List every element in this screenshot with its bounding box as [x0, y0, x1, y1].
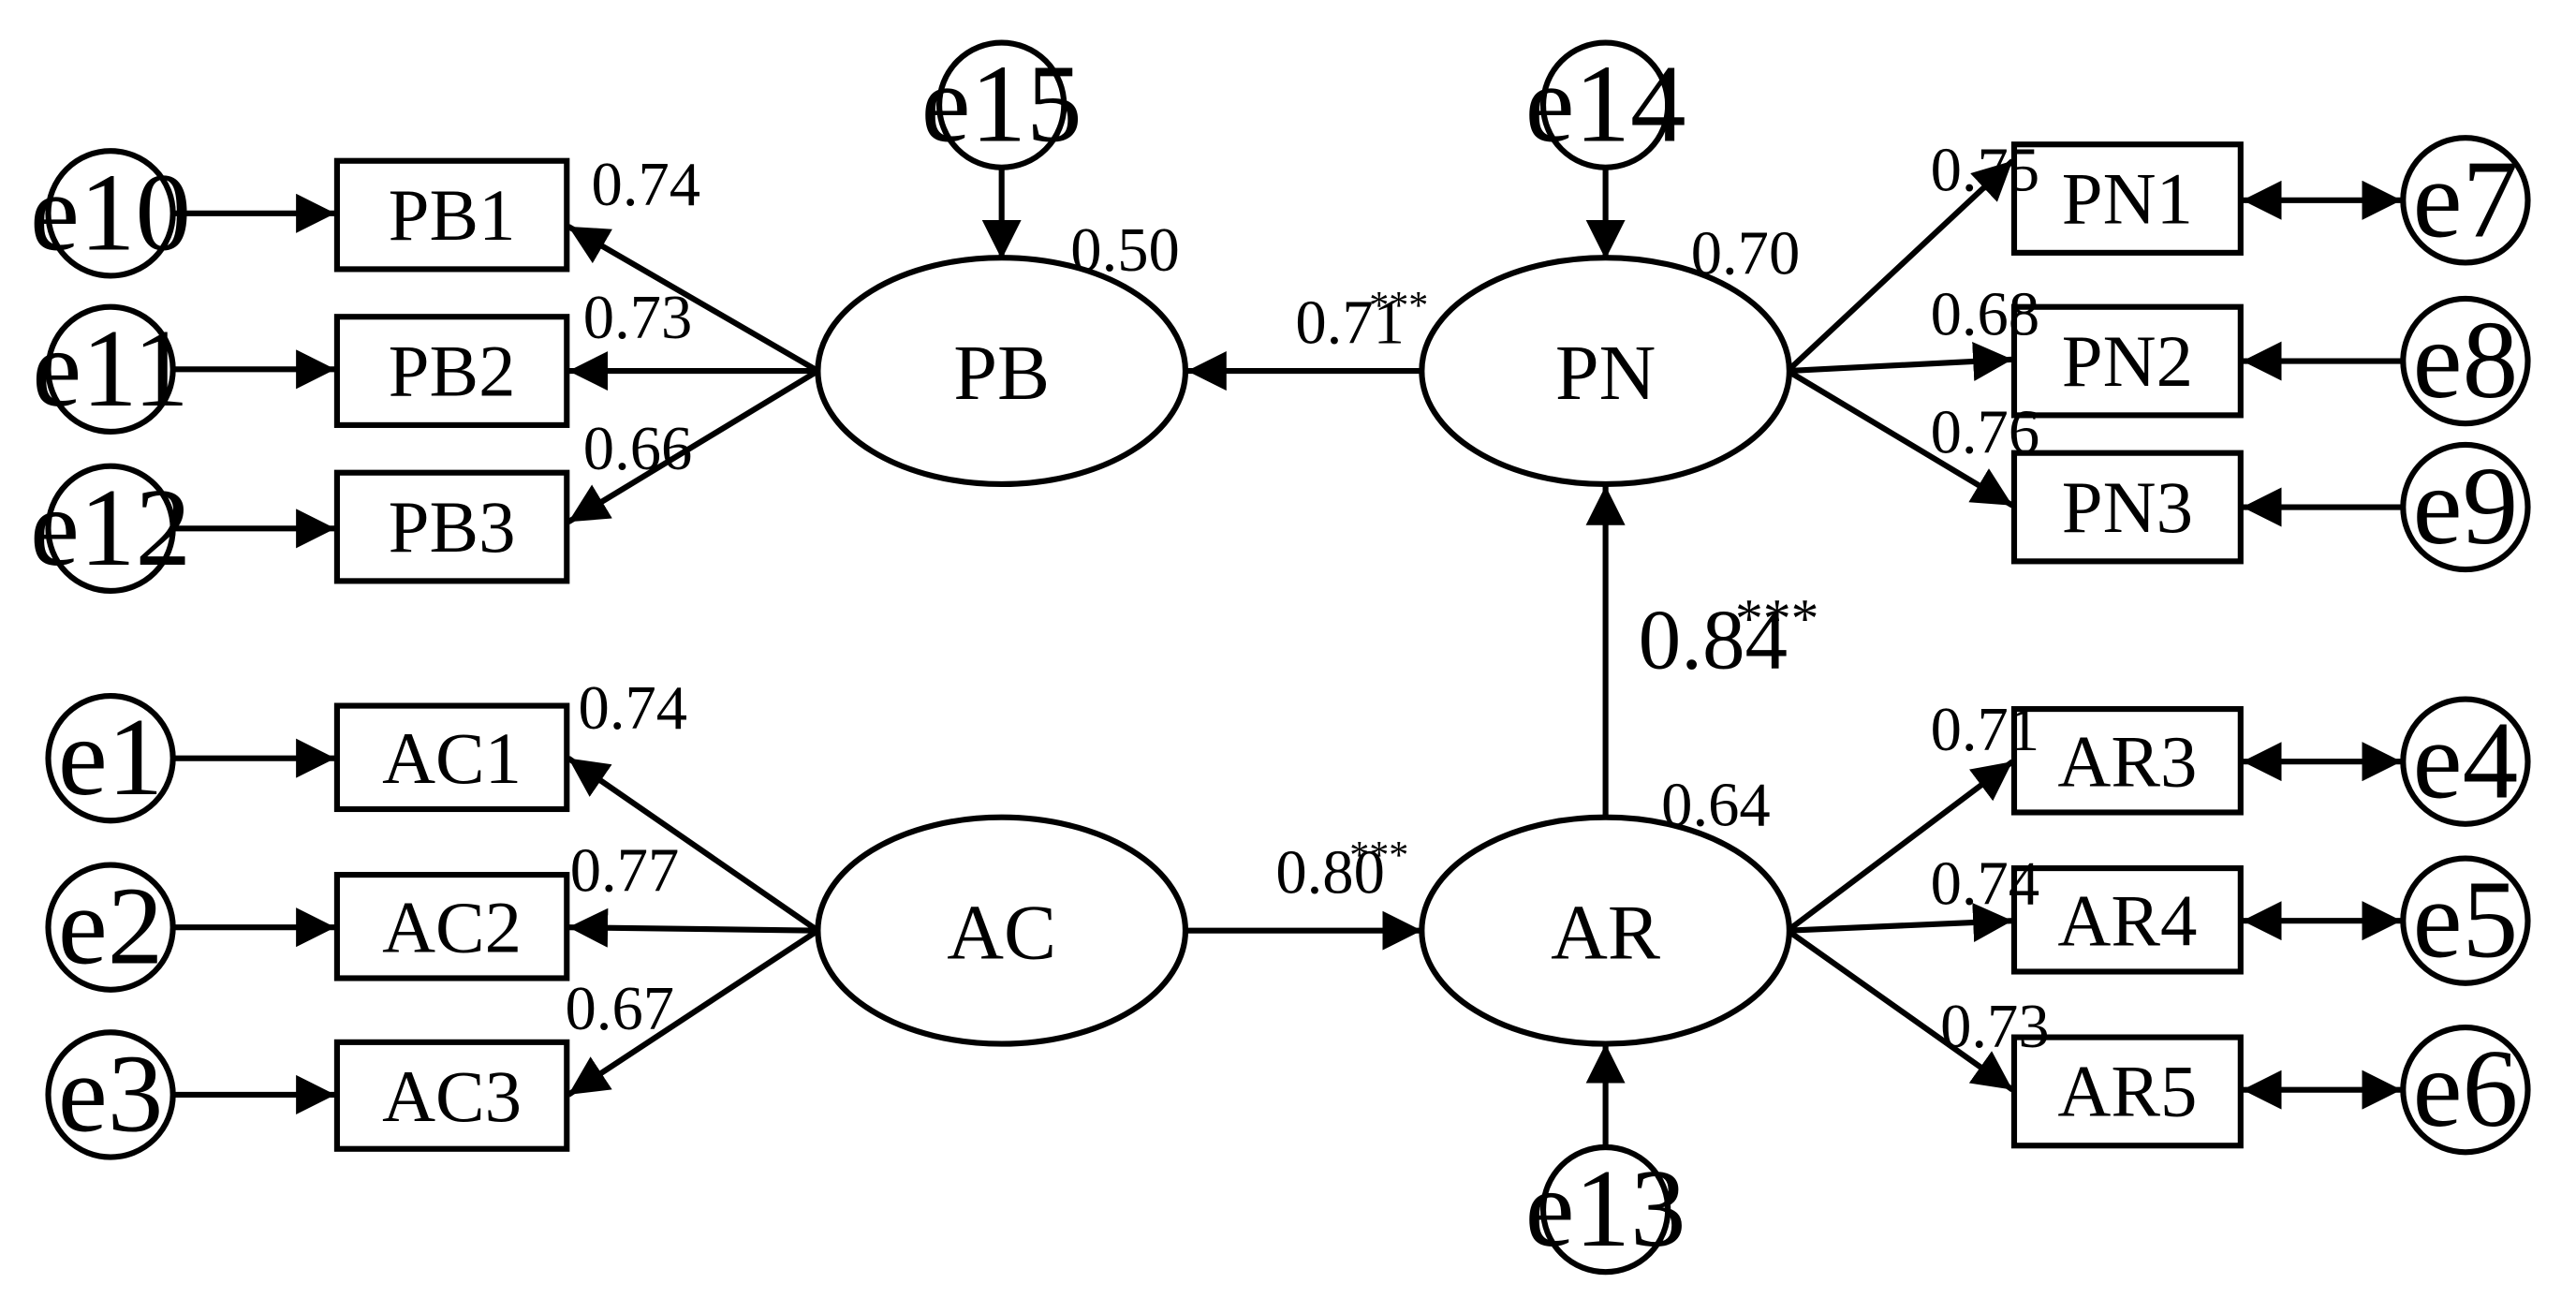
loading-pb2: 0.73	[583, 284, 693, 352]
indicator-ac3: AC3	[382, 1056, 522, 1138]
error-e9: e9	[2413, 444, 2518, 568]
arrow-pn-pn3	[1786, 368, 2014, 509]
indicator-ar4: AR4	[2057, 880, 2197, 962]
indicator-ar3: AR3	[2057, 721, 2197, 803]
error-e10: e10	[30, 150, 191, 273]
r2-pb: 0.50	[1070, 216, 1180, 285]
arrow-ac-ac2	[567, 907, 818, 948]
error-e1: e1	[58, 695, 163, 819]
error-e3: e3	[58, 1031, 163, 1155]
loading-ac2: 0.77	[570, 837, 680, 906]
latent-ac: AC	[815, 814, 1189, 1047]
path-ar-pn-value: 0.84	[1639, 592, 1788, 686]
indicator-ac2: AC2	[382, 887, 522, 968]
r2-pn: 0.70	[1691, 220, 1801, 288]
latent-pn: PN	[1419, 255, 1792, 488]
indicator-pn2: PN2	[2062, 321, 2193, 403]
loading-pb1: 0.74	[592, 151, 701, 219]
path-pn-pb-sig: ***	[1369, 285, 1428, 328]
latent-pb-label: PB	[953, 330, 1050, 417]
error-e14: e14	[1525, 42, 1686, 166]
path-pn-pb-value: 0.71	[1295, 288, 1405, 357]
indicator-pn3: PN3	[2062, 467, 2193, 549]
indicator-pb3: PB3	[389, 487, 516, 568]
error-e6: e6	[2413, 1026, 2518, 1150]
error-e12: e12	[30, 465, 191, 589]
error-e11: e11	[32, 306, 189, 430]
indicator-pb2: PB2	[389, 331, 516, 412]
arrow-pb-pb1	[567, 224, 819, 374]
loading-ac3: 0.67	[566, 975, 675, 1043]
loading-ac1: 0.74	[579, 674, 688, 743]
indicator-pn1: PN1	[2062, 158, 2193, 240]
loading-pn2: 0.68	[1931, 281, 2040, 349]
latent-ac-label: AC	[947, 889, 1056, 976]
arrow-pn-pn1	[1786, 158, 2015, 374]
error-e15: e15	[921, 42, 1082, 166]
arrow-ar-ar5	[1786, 928, 2015, 1093]
error-e4: e4	[2413, 699, 2518, 822]
arrow-pn-pn2	[1787, 341, 2013, 381]
r2-ar: 0.64	[1661, 772, 1771, 840]
error-e7: e7	[2413, 137, 2518, 260]
latent-ar: AR	[1419, 814, 1792, 1047]
loading-ar3: 0.71	[1931, 696, 2040, 764]
error-e8: e8	[2413, 298, 2518, 421]
loading-pn1: 0.75	[1931, 136, 2040, 204]
error-e2: e2	[58, 864, 163, 988]
arrow-ac-ac1	[567, 756, 820, 934]
loading-ar4: 0.74	[1931, 850, 2040, 919]
path-ar-pn-sig: ***	[1735, 587, 1818, 649]
path-ac-ar-sig: ***	[1349, 834, 1408, 878]
indicator-pb1: PB1	[389, 175, 516, 257]
loading-pb3: 0.66	[583, 415, 693, 483]
arrow-pb-pb3	[567, 368, 819, 524]
latent-pn-label: PN	[1555, 330, 1656, 417]
arrow-ar-ar4	[1788, 902, 2013, 943]
loading-ar5: 0.73	[1940, 993, 2050, 1061]
arrow-ar-ar3	[1786, 759, 2015, 934]
error-e5: e5	[2413, 858, 2518, 981]
latent-ar-label: AR	[1551, 889, 1660, 976]
loading-pn3: 0.76	[1931, 399, 2040, 467]
path-ac-ar-value: 0.80	[1275, 838, 1385, 907]
indicator-ac1: AC1	[382, 718, 522, 800]
arrow-ac-ac3	[567, 928, 820, 1098]
latent-pb: PB	[815, 255, 1189, 488]
indicator-ar5: AR5	[2057, 1052, 2197, 1133]
error-e13: e13	[1525, 1146, 1686, 1270]
